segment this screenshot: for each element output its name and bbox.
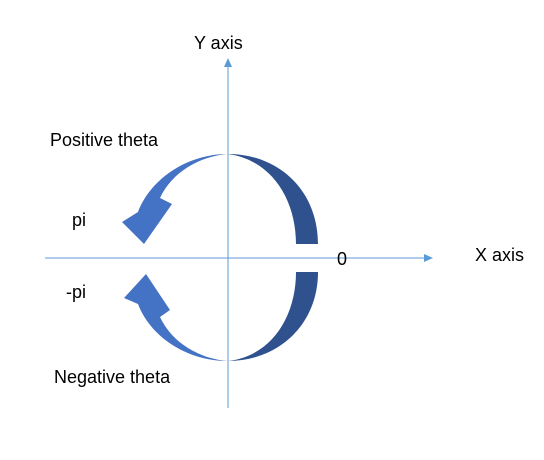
y-axis-label: Y axis [194,33,243,53]
x-axis-label: X axis [475,245,525,265]
negative-theta-label: Negative theta [54,367,171,387]
pi-label: pi [72,210,87,230]
x-axis-arrowhead [424,254,433,262]
positive-theta-arrow [122,154,318,244]
y-axis-arrowhead [224,58,232,67]
origin-zero-label: 0 [337,249,348,269]
negative-theta-arrow [124,272,318,361]
positive-theta-label: Positive theta [50,130,159,150]
neg-pi-label: -pi [66,282,87,302]
